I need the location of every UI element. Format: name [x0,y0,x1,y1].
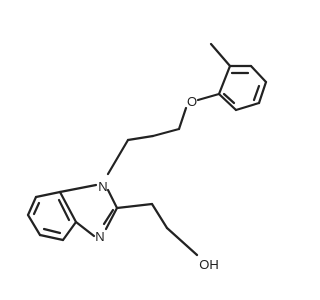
bond [61,220,78,242]
bond [74,220,96,238]
bond [217,64,232,96]
bond [26,195,38,217]
bond [249,64,268,84]
benzimidazole-core [26,183,119,242]
butyl-bond [151,127,181,138]
butyl-bond [106,138,130,176]
propyl-bond [115,202,154,210]
butyl-bond [126,134,155,142]
nitrogen-3-label: N [95,229,104,244]
bond [177,106,188,131]
propyl-bond [150,202,169,230]
bond [257,80,268,105]
double-bond [102,208,115,226]
propyl-bond [165,226,199,257]
nitrogen-1-label: N [98,179,107,194]
bond [58,190,78,224]
bond [58,183,98,194]
bond [196,92,221,102]
double-bond [57,198,71,222]
hydroxyl-label: OH [199,257,219,272]
bond [38,233,65,242]
double-bond [42,227,62,235]
double-bond [32,201,41,216]
bond [106,188,119,210]
bond [217,92,238,112]
double-bond [252,84,261,102]
bond [234,101,261,112]
bond [26,213,42,237]
bond [104,206,119,231]
molecule-structure: O N N OH [26,42,268,272]
methyl-bond [209,42,232,68]
bond [34,190,62,199]
double-bond [222,92,236,105]
oxygen-ether-label: O [187,94,197,109]
methylphenyl-ring [217,64,268,112]
